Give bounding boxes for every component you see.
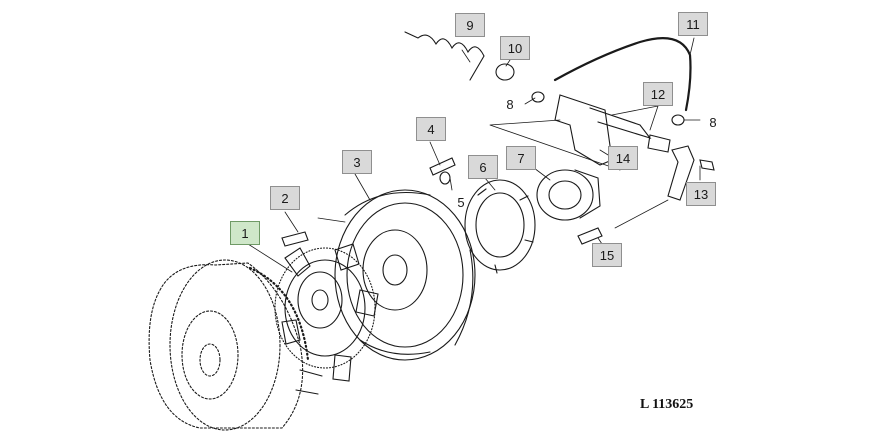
flywheel — [148, 259, 323, 431]
callout-7[interactable]: 7 — [506, 146, 536, 170]
clutch-disc — [274, 243, 379, 382]
callout-12[interactable]: 12 — [643, 82, 673, 106]
callout-11[interactable]: 11 — [678, 12, 708, 36]
grease-fitting-8a — [531, 91, 545, 103]
return-spring — [404, 31, 485, 81]
callout-14[interactable]: 14 — [608, 146, 638, 170]
bolt-4 — [429, 157, 456, 176]
callout-4[interactable]: 4 — [416, 117, 446, 141]
grease-fitting-8b — [671, 114, 685, 126]
callout-8a[interactable]: 8 — [506, 96, 514, 112]
callout-6[interactable]: 6 — [468, 155, 498, 179]
pressure-plate — [334, 189, 476, 361]
bolt-15 — [577, 227, 603, 245]
lubrication-hose — [553, 37, 692, 112]
callout-1[interactable]: 1 — [230, 221, 260, 245]
callout-3[interactable]: 3 — [342, 150, 372, 174]
callout-2[interactable]: 2 — [270, 186, 300, 210]
callout-15[interactable]: 15 — [592, 243, 622, 267]
lever — [667, 145, 715, 201]
bushing-10 — [495, 63, 515, 81]
release-bearing — [536, 169, 601, 221]
figure-reference: L 113625 — [640, 397, 694, 412]
callout-8b[interactable]: 8 — [709, 114, 717, 130]
callout-9[interactable]: 9 — [455, 13, 485, 37]
callout-13[interactable]: 13 — [686, 182, 716, 206]
washer-5 — [439, 171, 451, 185]
callout-10[interactable]: 10 — [500, 36, 530, 60]
release-ring — [464, 179, 536, 274]
bolt-2 — [281, 231, 309, 247]
callout-5[interactable]: 5 — [457, 194, 465, 210]
release-fork — [554, 94, 671, 166]
